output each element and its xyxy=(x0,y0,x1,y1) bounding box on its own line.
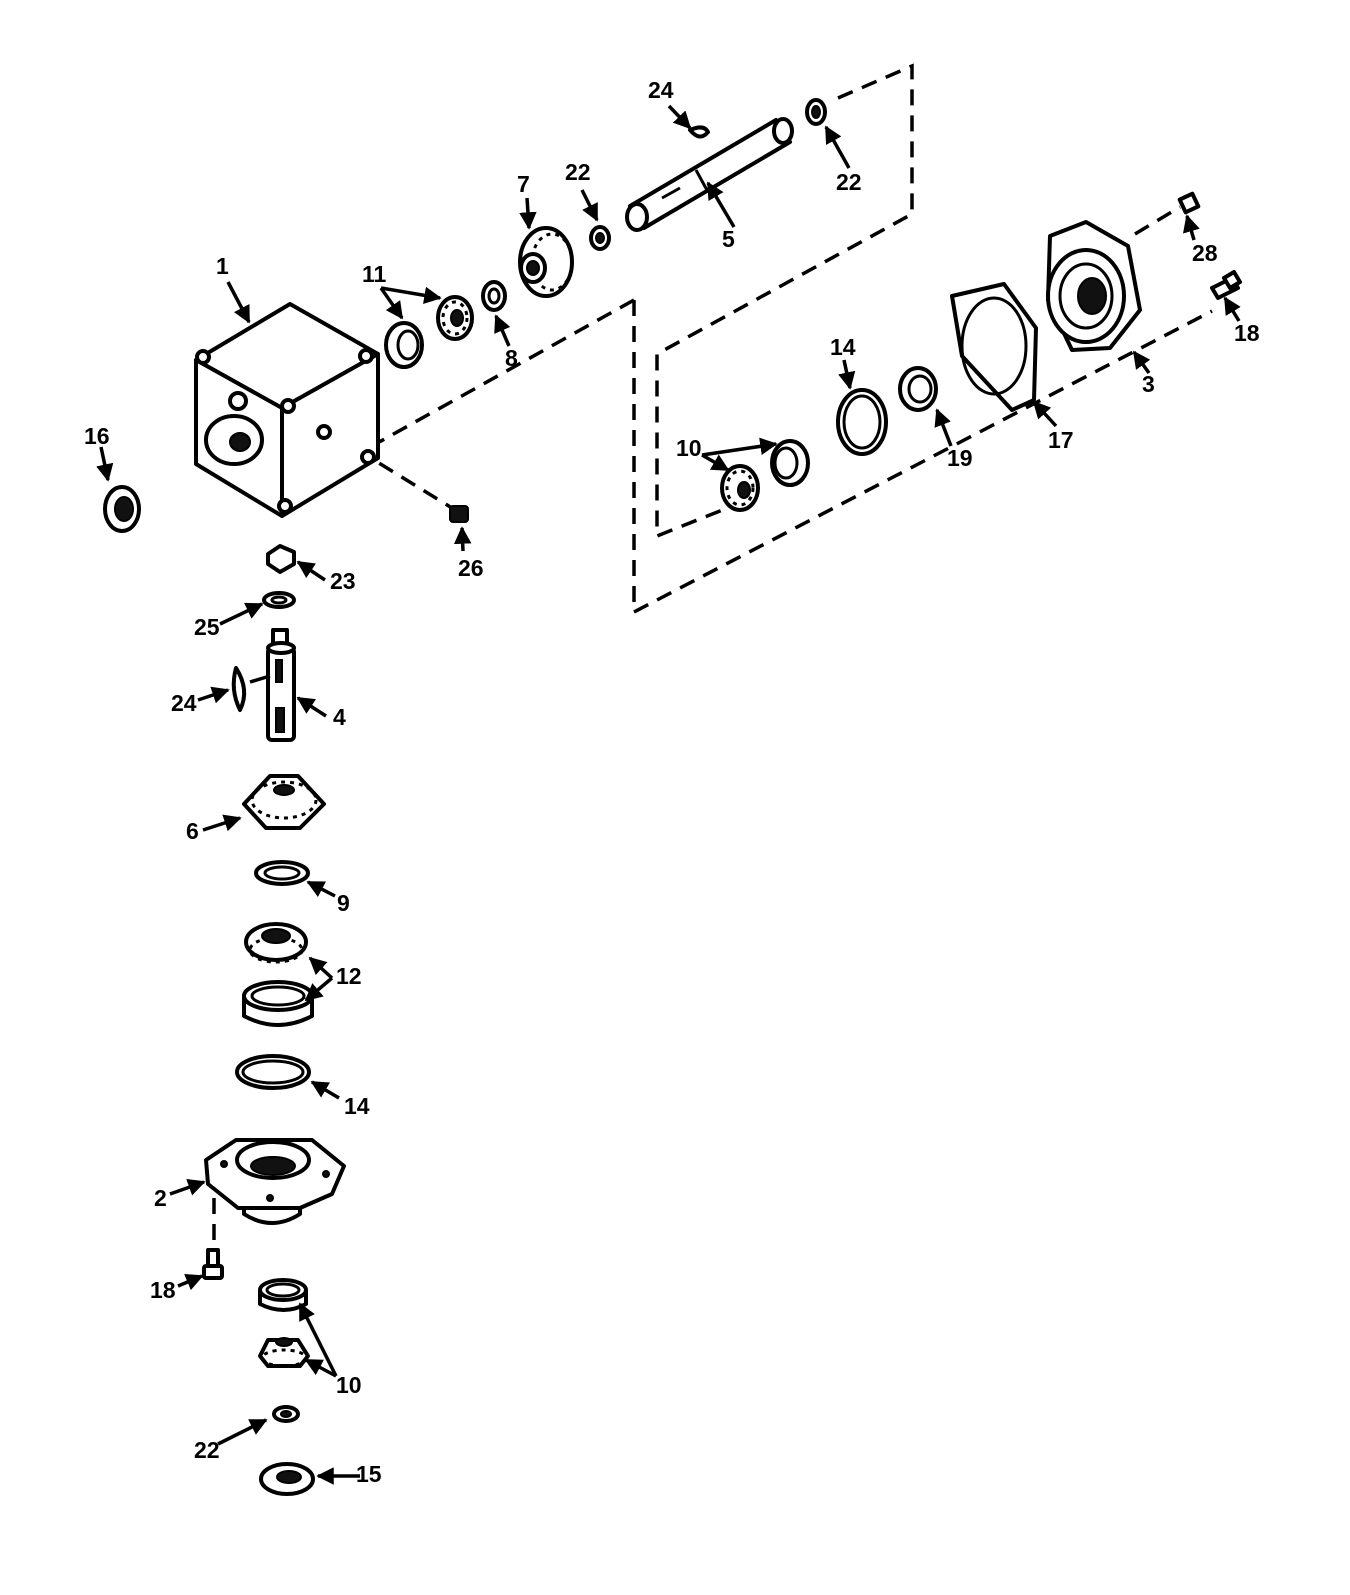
callout-17: 17 xyxy=(1048,427,1074,453)
callout-10-lower: 10 xyxy=(336,1372,362,1398)
callout-16: 16 xyxy=(84,423,110,449)
seal-part-19 xyxy=(898,366,938,412)
vertical-shaft-part-4 xyxy=(266,628,296,742)
callout-labels: 1 11 8 7 22 22 5 24 28 18 3 17 19 14 10 … xyxy=(84,77,1260,1487)
washer-part-25 xyxy=(262,591,296,609)
snap-ring-part-22-right xyxy=(805,98,827,126)
gearbox-housing xyxy=(194,302,380,518)
bevel-gear-part-6 xyxy=(242,774,326,830)
callout-7: 7 xyxy=(517,171,530,197)
bolt-part-18-lower xyxy=(202,1248,224,1280)
flange-housing-part-2 xyxy=(204,1138,346,1225)
callout-28: 28 xyxy=(1192,240,1218,266)
callout-23: 23 xyxy=(330,568,356,594)
snap-ring-part-22-left xyxy=(589,225,611,251)
callout-18-lower: 18 xyxy=(150,1277,176,1303)
callout-10-right: 10 xyxy=(676,435,702,461)
gasket-part-17 xyxy=(950,282,1038,412)
callout-4: 4 xyxy=(333,704,346,730)
callout-6: 6 xyxy=(186,818,199,844)
callout-5: 5 xyxy=(722,226,735,252)
snap-ring-part-22-lower xyxy=(272,1405,300,1423)
o-ring-part-14-right xyxy=(836,388,888,456)
callout-18-right: 18 xyxy=(1234,320,1260,346)
woodruff-key-part-24-left xyxy=(231,666,247,712)
washer-part-9 xyxy=(254,860,310,886)
nut-part-23 xyxy=(266,544,296,574)
callout-8: 8 xyxy=(505,345,518,371)
bearing-part-12 xyxy=(242,922,314,1027)
bearing-housing-part-3 xyxy=(1046,220,1142,352)
plug-part-26 xyxy=(449,505,469,523)
callout-11: 11 xyxy=(362,261,387,287)
callout-19: 19 xyxy=(947,445,973,471)
callout-3: 3 xyxy=(1142,371,1155,397)
callout-14-lower: 14 xyxy=(344,1093,370,1119)
callout-22-lower: 22 xyxy=(194,1437,220,1463)
seal-part-16 xyxy=(103,485,141,533)
leader-lines xyxy=(96,104,1241,1485)
callout-14-right: 14 xyxy=(830,334,856,360)
bevel-gear-part-7 xyxy=(518,226,574,298)
callout-25: 25 xyxy=(194,614,220,640)
bolt-part-18-right xyxy=(1210,270,1242,300)
callout-22-top-left: 22 xyxy=(565,159,591,185)
callout-2: 2 xyxy=(154,1185,167,1211)
callout-24-top: 24 xyxy=(648,77,674,103)
woodruff-key-part-24-top xyxy=(688,125,710,139)
callout-24-left: 24 xyxy=(171,690,197,716)
callout-22-top-right: 22 xyxy=(836,169,862,195)
vent-plug-part-28 xyxy=(1177,191,1201,215)
assembly-guide-lines xyxy=(212,63,1213,1246)
callout-26: 26 xyxy=(458,555,484,581)
callout-1: 1 xyxy=(216,253,229,279)
callout-12: 12 xyxy=(336,963,362,989)
washer-part-8 xyxy=(481,280,507,312)
callout-9: 9 xyxy=(337,890,350,916)
bearing-part-11 xyxy=(384,295,474,369)
bearing-part-10-right xyxy=(720,439,810,512)
seal-part-15 xyxy=(259,1462,315,1496)
shaft-part-5 xyxy=(625,117,794,232)
bearing-part-10-lower xyxy=(258,1278,310,1368)
callout-15: 15 xyxy=(356,1461,382,1487)
o-ring-part-14-lower xyxy=(235,1054,311,1090)
